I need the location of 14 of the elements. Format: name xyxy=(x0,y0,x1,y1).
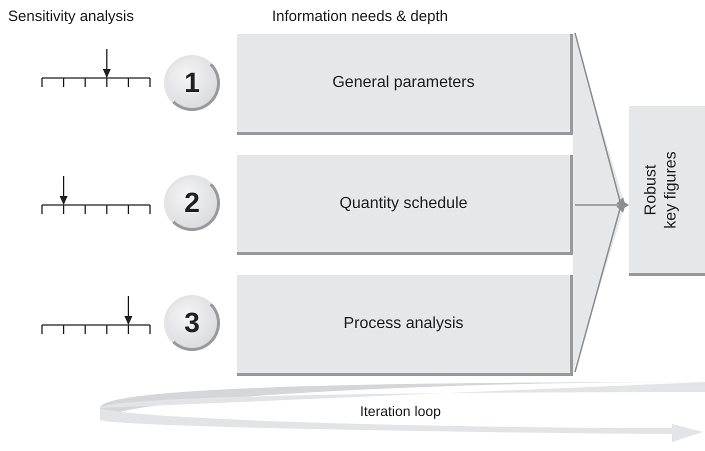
step-number-circle: 3 xyxy=(164,295,220,351)
loop-label: Iteration loop xyxy=(360,403,441,419)
arrow xyxy=(575,200,629,210)
process-box: General parameters xyxy=(237,34,573,135)
process-box: Process analysis xyxy=(237,275,573,376)
heading: Sensitivity analysis xyxy=(8,8,134,25)
process-box: Quantity schedule xyxy=(237,155,573,255)
arrow xyxy=(574,197,626,372)
arrow xyxy=(574,32,626,213)
heading: Information needs & depth xyxy=(272,8,448,25)
result-text: Robust key figures xyxy=(642,150,680,229)
step-number-circle: 1 xyxy=(164,55,220,111)
step-number-circle: 2 xyxy=(164,175,220,231)
result-box xyxy=(629,106,705,276)
